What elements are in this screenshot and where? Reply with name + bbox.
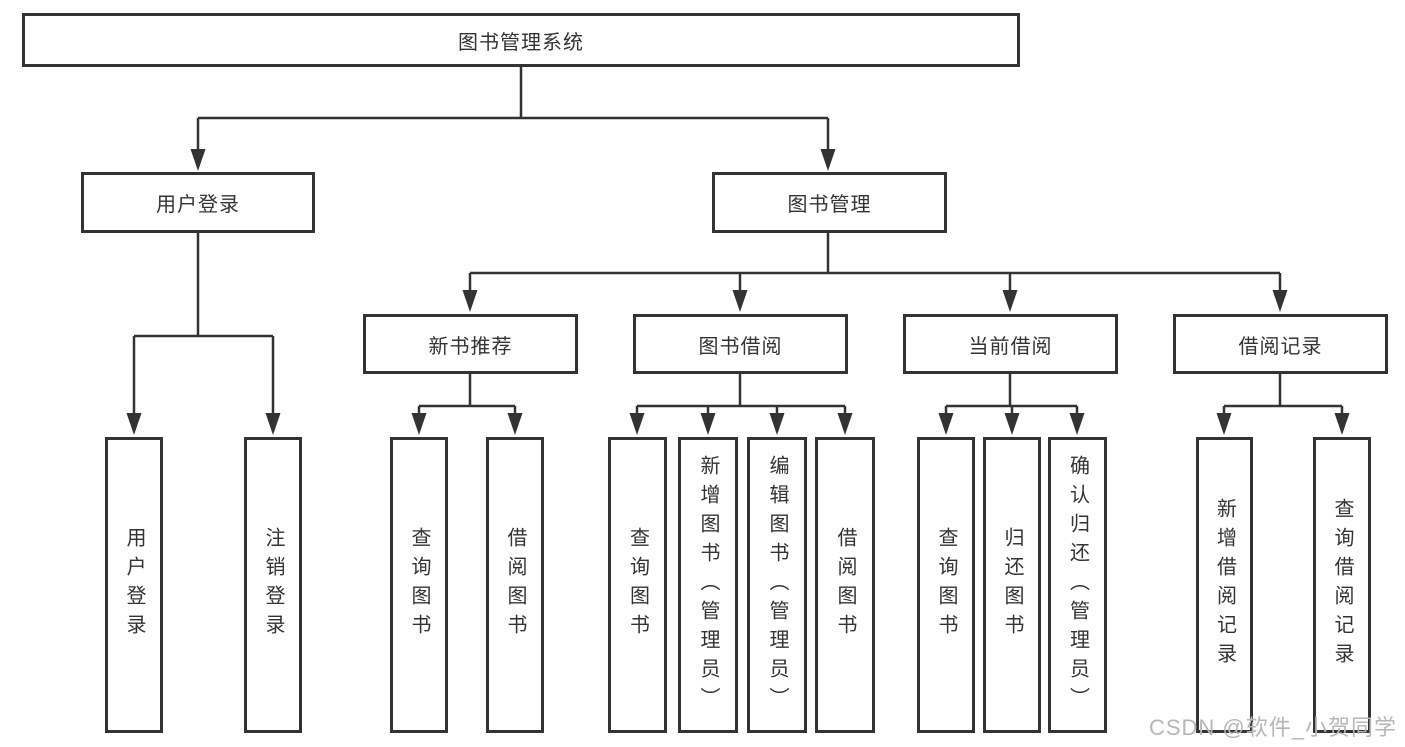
leaf-return-books: 归还图书 xyxy=(983,437,1041,733)
leaf-label: 编辑图书（管理员） xyxy=(766,454,788,716)
leaf-add-book-admin: 新增图书（管理员） xyxy=(678,437,738,733)
leaf-query-books-recommend: 查询图书 xyxy=(390,437,448,733)
leaf-borrow-books-borrowing: 借阅图书 xyxy=(815,437,875,733)
node-user-login: 用户登录 xyxy=(81,172,315,233)
leaf-label: 借阅图书 xyxy=(504,527,526,643)
leaf-user-login: 用户登录 xyxy=(105,437,163,733)
node-borrowing-records: 借阅记录 xyxy=(1173,314,1388,374)
leaf-label: 注销登录 xyxy=(262,527,284,643)
node-new-book-recommendation: 新书推荐 xyxy=(363,314,578,374)
leaf-label: 借阅图书 xyxy=(834,527,856,643)
csdn-watermark: CSDN @软件_小贺同学 xyxy=(1148,715,1397,740)
leaf-label: 查询借阅记录 xyxy=(1331,498,1353,672)
leaf-label: 查询图书 xyxy=(626,527,649,643)
node-current-borrowing: 当前借阅 xyxy=(903,314,1118,374)
leaf-label: 新增借阅记录 xyxy=(1213,498,1236,672)
node-book-borrowing: 图书借阅 xyxy=(633,314,848,374)
leaf-label: 归还图书 xyxy=(1001,527,1023,643)
leaf-query-borrow-record: 查询借阅记录 xyxy=(1313,437,1371,733)
leaf-borrow-books-recommend: 借阅图书 xyxy=(486,437,544,733)
leaf-edit-book-admin: 编辑图书（管理员） xyxy=(747,437,807,733)
leaf-label: 用户登录 xyxy=(123,527,145,643)
leaf-query-books-borrowing: 查询图书 xyxy=(608,437,667,733)
node-library-management-system: 图书管理系统 xyxy=(22,13,1020,67)
leaf-logout: 注销登录 xyxy=(244,437,302,733)
leaf-label: 查询图书 xyxy=(935,527,957,643)
leaf-label: 确认归还（管理员） xyxy=(1066,454,1089,716)
leaf-label: 查询图书 xyxy=(408,527,430,643)
leaf-query-books-current: 查询图书 xyxy=(917,437,975,733)
node-book-management: 图书管理 xyxy=(712,172,947,233)
leaf-label: 新增图书（管理员） xyxy=(697,454,719,716)
leaf-confirm-return-admin: 确认归还（管理员） xyxy=(1048,437,1107,733)
leaf-add-borrow-record: 新增借阅记录 xyxy=(1196,437,1253,733)
